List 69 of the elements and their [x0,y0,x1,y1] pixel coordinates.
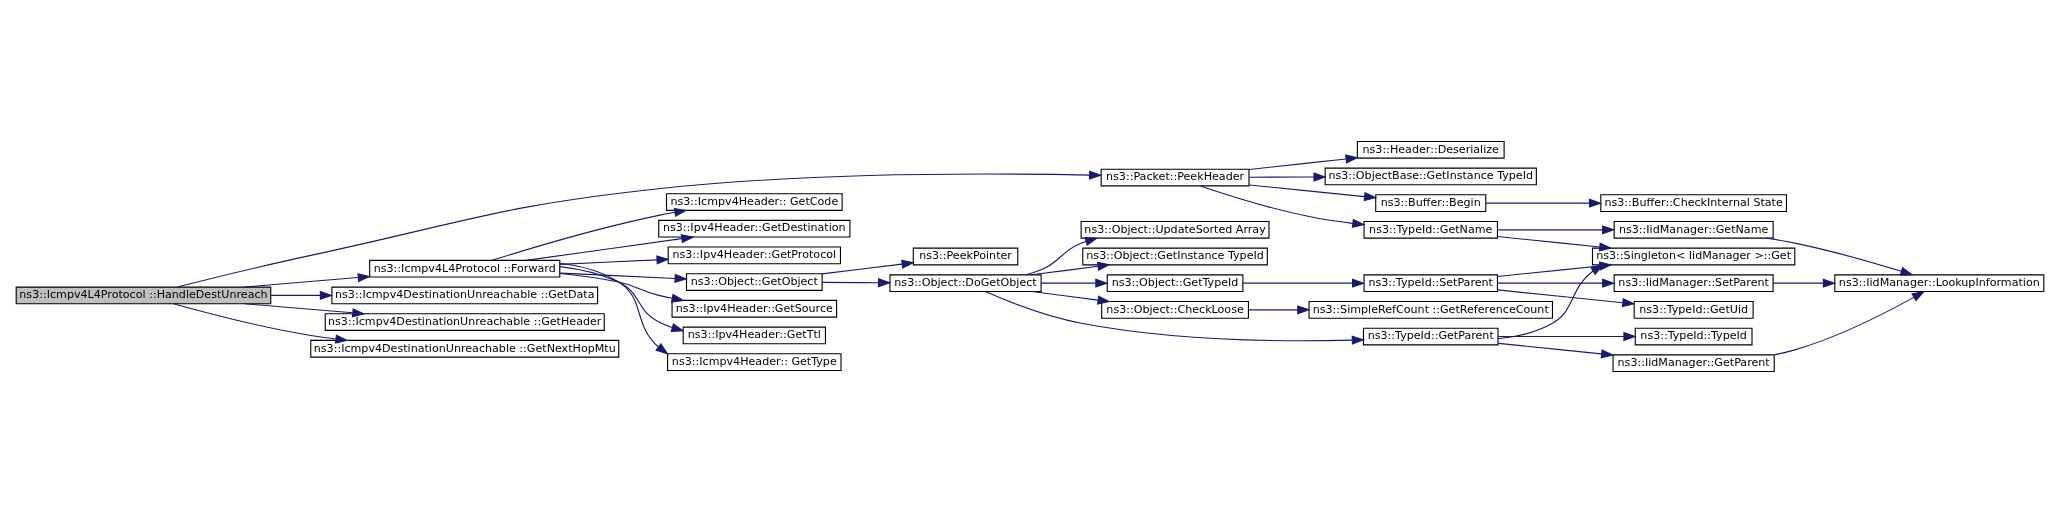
node-box: ns3::IidManager::GetName [1613,220,1774,239]
node-box: ns3::TypeId::GetUid [1633,300,1754,319]
node-box: ns3::Ipv4Header::GetDestination [658,219,851,238]
node-box: ns3::Packet::PeekHeader [1100,168,1250,186]
node-box: ns3::IidManager::GetParent [1612,353,1775,372]
node-box: ns3::Buffer::Begin [1375,193,1487,212]
node-box: ns3::ObjectBase::GetInstance TypeId [1324,167,1537,185]
node-box: ns3::SimpleRefCount ::GetReferenceCount [1308,300,1554,319]
arrow [1497,235,1613,252]
arrow [244,272,372,288]
node-box: ns3::Icmpv4DestinationUnreachable ::GetData [331,286,599,304]
arrow [559,254,670,265]
node-box: ns3::Header::Deserialize [1356,140,1505,159]
node-box: ns3::Icmpv4L4Protocol ::HandleDestUnreach [15,286,272,304]
node-box: ns3::Icmpv4DestinationUnreachable ::GetHeader [324,312,605,331]
arrow [1199,185,1366,228]
node-box: ns3::Buffer::CheckInternal State [1600,193,1787,212]
node-box: ns3::Icmpv4Header:: GetCode [665,192,843,211]
node-box: ns3::Singleton< IidManager >::Get [1591,247,1796,265]
arrow [1031,261,1111,275]
node-box: ns3::TypeId::GetName [1363,220,1498,239]
arrow [1247,304,1311,315]
arrow [559,265,685,332]
arrow [559,272,688,283]
arrow [1248,171,1327,182]
node-box: ns3::IidManager::LookupInformation [1834,273,2045,292]
arrow [491,207,688,261]
arrow [244,302,366,317]
arrow [1040,278,1109,288]
arrow [1248,183,1378,201]
arrow [559,262,669,355]
arrow [1773,290,1926,355]
arrow [1242,278,1366,288]
arrow [176,169,1103,288]
node-box: ns3::Object::DoGetObject [889,273,1042,292]
arrow [1497,342,1615,358]
arrow [1772,278,1837,288]
node-box: ns3::IidManager::SetParent [1613,273,1774,292]
arrow [559,272,685,303]
node-box: ns3::Icmpv4DestinationUnreachable ::GetNextHopMtu [310,339,620,358]
arrow [821,277,892,287]
arrow [1497,331,1637,341]
node-box: ns3::Ipv4Header::GetTtl [682,326,826,344]
node-box: ns3::Icmpv4Header:: GetType [667,352,842,371]
arrow [1248,153,1359,170]
arrow [1031,290,1111,305]
node-box: ns3::PeekPointer [912,247,1019,265]
node-box: ns3::Object::GetTypeId [1106,273,1244,292]
node-box: ns3::TypeId::SetParent [1363,273,1498,292]
node-box: ns3::Object::CheckLoose [1101,300,1249,319]
arrow [821,259,915,274]
arrow [1497,288,1636,307]
arrow [1766,237,1914,276]
arrow [525,233,695,261]
arrow [1025,236,1099,275]
arrow [270,290,334,300]
node-box: ns3::Object::GetInstance TypeId [1082,247,1268,265]
node-box: ns3::TypeId::TypeId [1634,327,1753,345]
arrow [984,290,1366,345]
node-box: ns3::TypeId::GetParent [1362,327,1499,345]
arrow [1497,278,1616,288]
arrow [1485,197,1603,208]
node-box: ns3::Icmpv4L4Protocol ::Forward [369,259,561,278]
arrow [1497,224,1616,234]
node-box: ns3::Object::UpdateSorted Array [1080,220,1270,239]
node-box: ns3::Object::GetObject [685,272,823,291]
node-box: ns3::Ipv4Header::GetProtocol [667,246,842,264]
node-box: ns3::Ipv4Header::GetSource [671,299,838,318]
arrow [172,302,349,344]
